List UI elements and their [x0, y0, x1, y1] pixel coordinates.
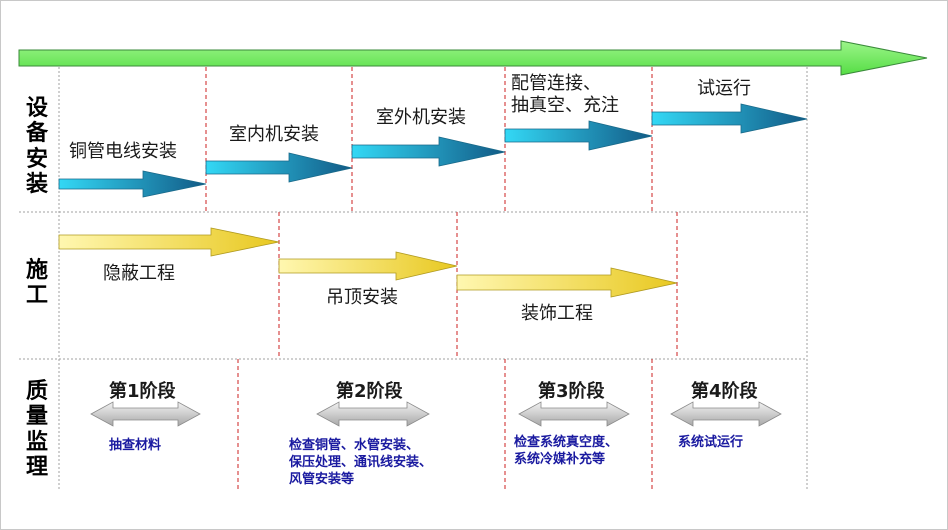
stage-dividers — [205, 67, 678, 491]
quality-stage-3: 第3阶段 — [538, 381, 605, 402]
equip-step-1: 铜管电线安装 — [69, 141, 177, 162]
arrow-equip-3 — [351, 136, 506, 167]
constr-step-1: 隐蔽工程 — [103, 263, 175, 284]
arrow-equip-4 — [504, 120, 653, 151]
arrow-constr-2 — [278, 251, 458, 281]
constr-step-3: 装饰工程 — [521, 303, 593, 324]
quality-note-2: 检查铜管、水管安装、 保压处理、通讯线安装、 风管安装等 — [289, 438, 433, 487]
row-title-equipment: 设 备 安 装 — [25, 96, 48, 197]
equip-step-3: 室外机安装 — [376, 107, 466, 128]
grid-lines — [19, 67, 808, 491]
quality-arrows — [90, 401, 782, 427]
row-title-quality: 质 量 监 理 — [25, 379, 48, 480]
timeline-arrow — [18, 40, 928, 76]
construction-arrows — [58, 227, 678, 298]
equipment-arrows — [58, 103, 808, 198]
row-title-construction: 施 工 — [25, 258, 48, 309]
quality-stage-4: 第4阶段 — [691, 381, 758, 402]
arrow-constr-3 — [456, 267, 678, 298]
quality-note-1: 抽查材料 — [109, 438, 162, 453]
arrow-equip-1 — [58, 170, 207, 198]
equip-step-2: 室内机安装 — [229, 124, 319, 145]
arrow-quality-4 — [670, 401, 782, 427]
quality-stage-2: 第2阶段 — [336, 381, 403, 402]
arrow-equip-5 — [651, 103, 808, 134]
arrow-constr-1 — [58, 227, 280, 257]
equip-step-5: 试运行 — [697, 78, 751, 99]
quality-stage-1: 第1阶段 — [109, 381, 176, 402]
quality-note-3: 检查系统真空度、 系统冷媒补充等 — [514, 435, 619, 467]
constr-step-2: 吊顶安装 — [326, 287, 398, 308]
equip-step-4: 配管连接、 抽真空、充注 — [511, 73, 619, 116]
arrow-equip-2 — [205, 152, 353, 183]
quality-note-4: 系统试运行 — [678, 435, 744, 450]
arrow-quality-2 — [316, 401, 430, 427]
arrow-quality-3 — [518, 401, 630, 427]
arrow-quality-1 — [90, 401, 201, 427]
